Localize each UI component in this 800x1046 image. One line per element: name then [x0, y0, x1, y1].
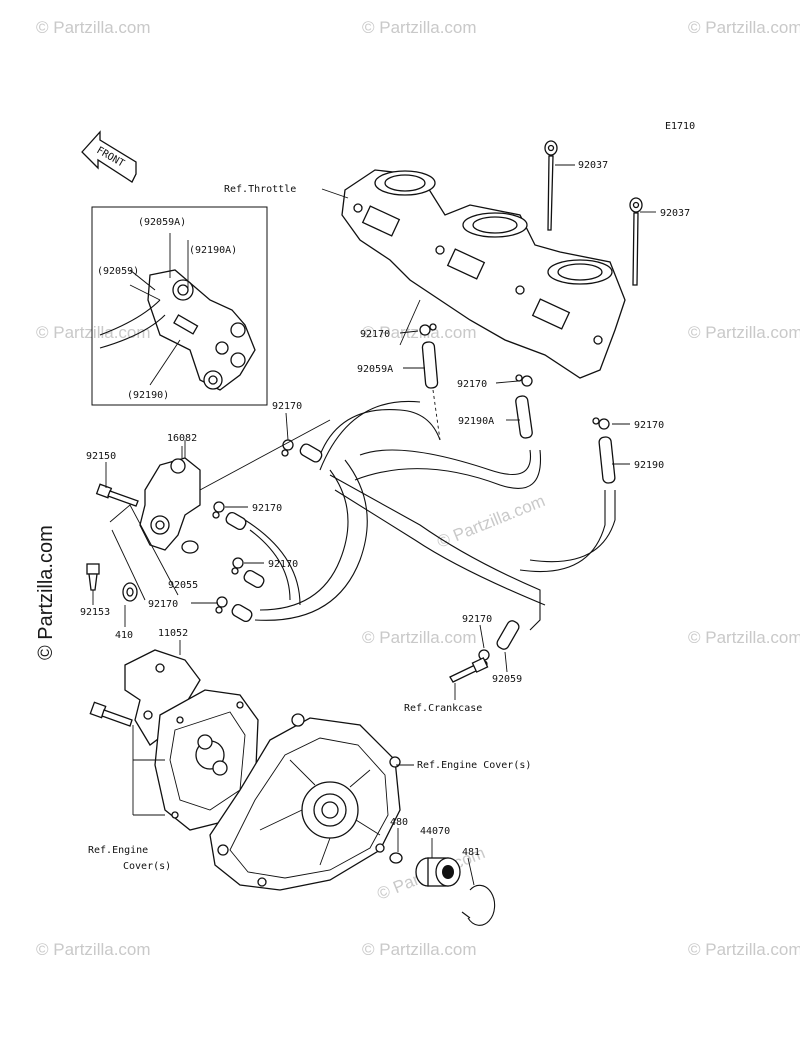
leader-line: [111, 529, 146, 601]
label-16082: 16082: [167, 433, 197, 444]
label-480: 480: [390, 817, 408, 828]
watermark: © Partzilla.com: [36, 940, 151, 959]
label-92170: 92170: [272, 401, 302, 412]
bolt-92150: [95, 483, 139, 507]
bolt-92153: [86, 563, 100, 591]
watermark: © Partzilla.com: [36, 323, 151, 342]
watermark: © Partzilla.com: [688, 18, 800, 37]
label-92190A: 92190A: [458, 416, 494, 427]
label-92059A: 92059A: [357, 364, 393, 375]
pump-body-16082: [139, 419, 331, 551]
label-ref-throttle: Ref.Throttle: [224, 184, 296, 195]
label-11052: 11052: [158, 628, 188, 639]
label-92153: 92153: [80, 607, 110, 618]
label-44070: 44070: [420, 826, 450, 837]
inset-box: [91, 206, 268, 406]
label-ref-crankcase: Ref.Crankcase: [404, 703, 482, 714]
front-arrow-icon: FRONT: [81, 130, 137, 183]
label-481: 481: [462, 847, 480, 858]
hose-92059A: [421, 341, 439, 389]
oring-92055: [181, 540, 199, 554]
leader-lines: [92, 164, 656, 886]
label-92170: 92170: [634, 420, 664, 431]
bolt-92037-b: [629, 197, 643, 286]
oring-480: [389, 852, 403, 864]
label-inset-92059: (92059): [97, 266, 139, 277]
watermark: © Partzilla.com: [434, 491, 547, 552]
watermark: © Partzilla.com: [362, 18, 477, 37]
figure-code: E1710: [665, 121, 695, 132]
label-92055: 92055: [168, 580, 198, 591]
hoses: [244, 389, 616, 631]
hose-92190A: [515, 395, 533, 439]
label-92150: 92150: [86, 451, 116, 462]
label-92037-a: 92037: [578, 160, 608, 171]
crankcase-fitting: [449, 657, 489, 683]
label-inset-92190: (92190): [127, 390, 169, 401]
label-92170: 92170: [457, 379, 487, 390]
label-92170: 92170: [252, 503, 282, 514]
bolt-92037-a: [544, 140, 558, 231]
label-410: 410: [115, 630, 133, 641]
watermark: © Partzilla.com: [36, 18, 151, 37]
label-92037-b: 92037: [660, 208, 690, 219]
circlip-481: [461, 884, 496, 926]
part-labels: Ref.Throttle 92037 92037 92170 92059A 92…: [80, 160, 690, 872]
label-92059: 92059: [492, 674, 522, 685]
throttle-body-manifold: [341, 169, 626, 379]
watermark-vertical: © Partzilla.com: [35, 525, 57, 660]
label-92170: 92170: [268, 559, 298, 570]
label-92170: 92170: [462, 614, 492, 625]
leader-line: [109, 504, 179, 596]
bearing-44070: [415, 857, 461, 887]
hose-92190: [598, 436, 616, 484]
hose-92059: [496, 620, 520, 650]
engine-cover: [209, 713, 401, 891]
watermark: © Partzilla.com: [362, 323, 477, 342]
bolt-lower: [89, 701, 133, 727]
watermark: © Partzilla.com: [688, 323, 800, 342]
watermark: © Partzilla.com: [362, 628, 477, 647]
label-ref-engine-left-2: Cover(s): [123, 861, 171, 872]
label-92170: 92170: [148, 599, 178, 610]
clamp-icons: [212, 323, 610, 668]
hose-pieces: [225, 341, 616, 650]
label-ref-engine-left: Ref.Engine: [88, 845, 148, 856]
label-inset-92059A: (92059A): [138, 217, 186, 228]
watermark: © Partzilla.com: [688, 940, 800, 959]
watermark: © Partzilla.com: [688, 628, 800, 647]
washer-410: [122, 582, 138, 602]
label-inset-92190A: (92190A): [189, 245, 237, 256]
label-ref-engine-cover: Ref.Engine Cover(s): [417, 760, 531, 771]
leader-line: [132, 725, 165, 816]
watermark: © Partzilla.com: [362, 940, 477, 959]
label-92190: 92190: [634, 460, 664, 471]
label-92170: 92170: [360, 329, 390, 340]
